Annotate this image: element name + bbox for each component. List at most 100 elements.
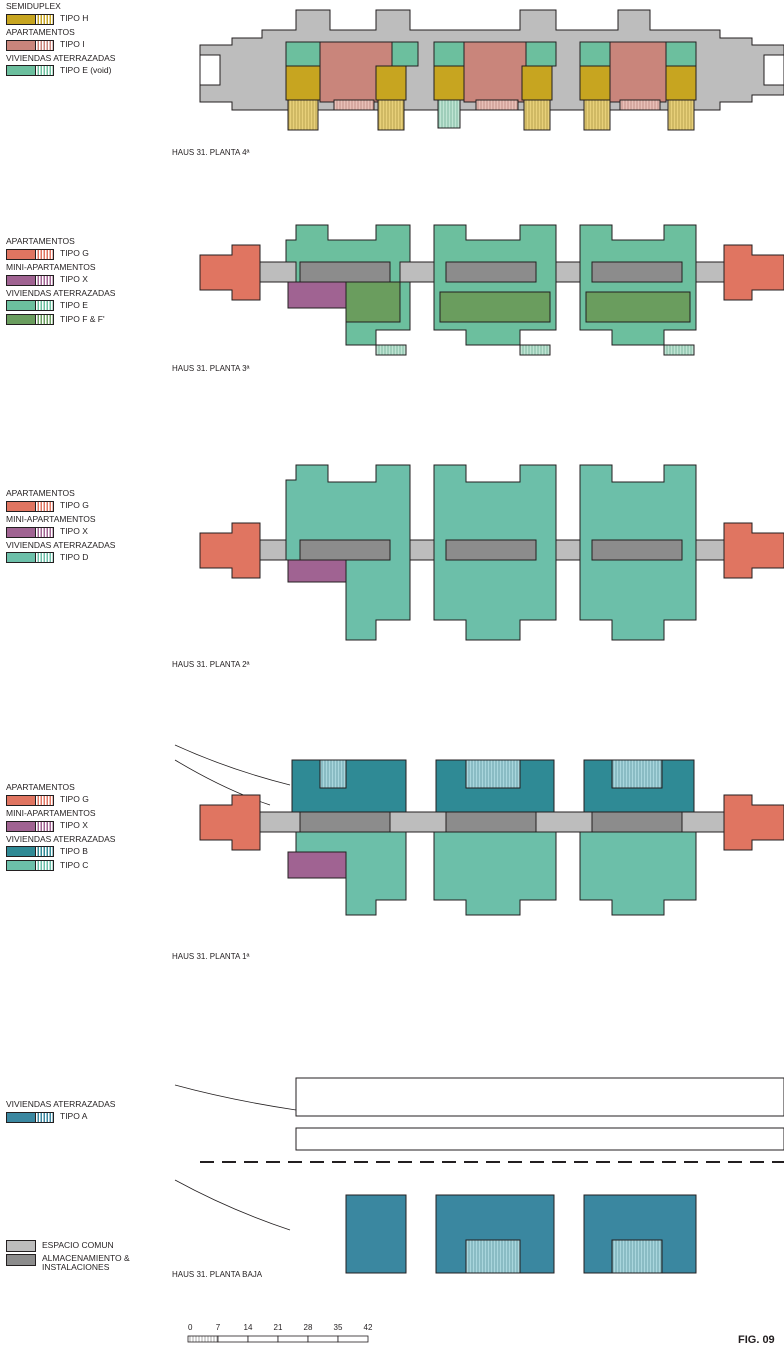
planta4-tipo-h-hatch-4 xyxy=(583,99,611,131)
planta3-terrace-3 xyxy=(663,344,695,356)
scale-label: 42 xyxy=(364,1323,373,1332)
planta2-core-3 xyxy=(591,539,683,561)
legend-swatch xyxy=(6,846,54,858)
legend-item: TIPO G xyxy=(6,795,166,806)
legend-heading: MINI-APARTAMENTOS xyxy=(6,261,96,272)
planta1-core-3 xyxy=(591,811,683,833)
planta4-end-left xyxy=(199,54,221,86)
plan-planta4 xyxy=(199,9,784,131)
planta4-tipo-i-hatch-3 xyxy=(619,99,661,111)
planta3-tipo-e-cluster-3 xyxy=(579,224,697,346)
scale-seg-5 xyxy=(337,1335,369,1343)
legend-item: TIPO B xyxy=(6,845,166,858)
legend-item-label: TIPO C xyxy=(60,859,89,870)
legend-heading: MINI-APARTAMENTOS xyxy=(6,807,96,818)
planta3-tipo-g-left xyxy=(199,244,261,301)
planta1-hatch-b-3 xyxy=(611,759,663,789)
legend-swatch xyxy=(6,300,54,312)
planta4-tipo-h-6 xyxy=(665,65,697,101)
legend-item: TIPO A xyxy=(6,1112,166,1123)
plan-planta1 xyxy=(174,744,784,916)
legend-heading: SEMIDUPLEX xyxy=(6,1,61,11)
legend-heading: VIVIENDAS ATERRAZADAS xyxy=(6,539,116,550)
legend-item-label: TIPO I xyxy=(60,39,85,50)
planta4-tipo-h-hatch-3 xyxy=(523,99,551,131)
planta1-tipo-c-3 xyxy=(579,831,697,916)
legend-item: TIPO H xyxy=(6,14,166,25)
planta4-tipo-e-void-1 xyxy=(285,41,321,67)
planta1-core-1 xyxy=(299,811,391,833)
legend-item: TIPO E xyxy=(6,300,166,312)
legend-item: TIPO G xyxy=(6,249,166,260)
planta4-tipo-h-hatch-2 xyxy=(377,99,405,131)
planta4-tipo-h-2 xyxy=(375,65,407,101)
planta4-tipo-h-4 xyxy=(521,65,553,101)
legend-almacenamiento: ALMACENAMIENTO & INSTALACIONES xyxy=(6,1254,166,1272)
legend-item-label: TIPO G xyxy=(60,500,89,511)
planta2-core-2 xyxy=(445,539,537,561)
planta1-hatch-b-1 xyxy=(319,759,347,789)
legend-swatch xyxy=(6,274,54,286)
caption-planta4: HAUS 31. PLANTA 4ª xyxy=(172,148,250,157)
scale-label: 35 xyxy=(334,1323,343,1332)
planta1-tipo-b-1 xyxy=(291,759,407,813)
legend-heading: APARTAMENTOS xyxy=(6,26,75,37)
legend-swatch xyxy=(6,248,54,260)
legend-item: TIPO G xyxy=(6,501,166,512)
legend-item-label: TIPO E (void) xyxy=(60,64,112,75)
legend-item: TIPO F & F' xyxy=(6,314,166,326)
plantabaja-hatch-a-3 xyxy=(611,1239,663,1274)
legend-espacio-comun-label: ESPACIO COMUN xyxy=(42,1239,114,1250)
planta3-tipo-g-right xyxy=(723,244,784,301)
planta1-tipo-g-right xyxy=(723,794,784,851)
planta4-tipo-h-hatch-1 xyxy=(287,99,319,131)
figure-label: FIG. 09 xyxy=(738,1334,775,1346)
scale-seg-0 xyxy=(187,1335,219,1343)
legend-swatch xyxy=(6,39,54,51)
planta2-tipo-x xyxy=(287,559,347,583)
scale-label: 21 xyxy=(274,1323,283,1332)
planta4-tipo-h-1 xyxy=(285,65,321,101)
scale-label: 0 xyxy=(188,1323,193,1332)
legend-swatch xyxy=(6,552,54,564)
legend-item-label: TIPO B xyxy=(60,845,88,856)
legend-item: TIPO I xyxy=(6,39,166,51)
legend-swatch xyxy=(6,1111,54,1123)
legend-swatch xyxy=(6,794,54,806)
legend-common: ESPACIO COMUN ALMACENAMIENTO & INSTALACI… xyxy=(6,1239,166,1272)
legend-almac-line2: INSTALACIONES xyxy=(42,1261,110,1272)
planta4-tipo-i-3 xyxy=(609,41,667,103)
planta3-terrace-2 xyxy=(519,344,551,356)
planta4-tipo-i-2 xyxy=(463,41,527,103)
legend-item-label: TIPO X xyxy=(60,820,88,831)
legend-item: TIPO X xyxy=(6,820,166,832)
planta3-core-3 xyxy=(591,261,683,283)
legend-heading: VIVIENDAS ATERRAZADAS xyxy=(6,1099,116,1109)
plantabaja-parking-row-1 xyxy=(295,1077,784,1117)
legend-item-label: TIPO D xyxy=(60,551,89,562)
plan-planta3 xyxy=(199,224,784,356)
caption-planta1: HAUS 31. PLANTA 1ª xyxy=(172,952,250,961)
planta4-tipo-e-void-2 xyxy=(391,41,419,67)
legend-heading: APARTAMENTOS xyxy=(6,488,75,498)
legend-swatch xyxy=(6,860,54,872)
plan-planta2 xyxy=(199,464,784,641)
planta3-tipo-e-cluster-2 xyxy=(433,224,557,346)
legend-item-label: TIPO H xyxy=(60,13,89,24)
scale-label: 14 xyxy=(244,1323,253,1332)
legend-swatch xyxy=(6,500,54,512)
plantabaja-site-curve xyxy=(174,1084,297,1111)
planta4-tipo-e-void-6 xyxy=(665,41,697,67)
plantabaja-tipo-a-1 xyxy=(345,1194,407,1274)
planta1-tipo-c-2 xyxy=(433,831,557,916)
planta4-tipo-i-hatch-2 xyxy=(475,99,519,111)
legend-swatch xyxy=(6,65,54,77)
legend-item-label: TIPO G xyxy=(60,248,89,259)
planta2-tipo-g-right xyxy=(723,522,784,579)
legend-swatch xyxy=(6,820,54,832)
planta1-tipo-x xyxy=(287,851,347,879)
